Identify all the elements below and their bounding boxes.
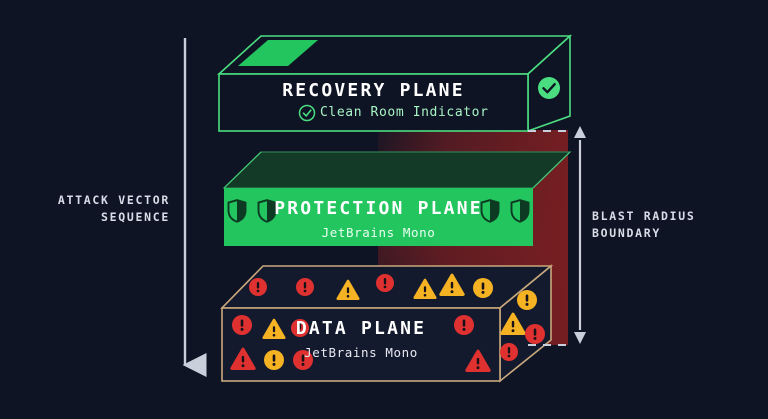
alert-triangle-icon: [262, 318, 286, 340]
shield-icon: [510, 199, 530, 223]
plane-recovery[interactable]: [216, 34, 573, 133]
alert-triangle-icon: [230, 347, 256, 370]
blast-boundary-dashes: [528, 130, 572, 346]
alert-circle-icon: [296, 278, 314, 296]
blast-radius-arrow: [574, 126, 586, 344]
alert-circle-icon: [473, 278, 493, 298]
alert-triangle-icon: [500, 312, 526, 335]
plane-protection[interactable]: [222, 151, 572, 246]
alert-triangle-icon: [336, 279, 360, 301]
alert-circle-icon: [525, 324, 545, 344]
alert-circle-icon: [232, 315, 252, 335]
alert-triangle-icon: [439, 273, 465, 296]
check-circle-badge: [538, 77, 560, 99]
shield-icon: [257, 199, 277, 223]
recovery-accent-patch: [238, 40, 318, 66]
alert-circle-icon: [517, 290, 537, 310]
alert-circle-icon: [293, 350, 313, 370]
alert-circle-icon: [454, 315, 474, 335]
alert-circle-icon: [249, 278, 267, 296]
alert-circle-icon: [264, 350, 284, 370]
check-circle-icon: [298, 104, 316, 122]
alert-circle-icon: [291, 319, 309, 337]
alert-circle-icon: [500, 343, 518, 361]
alert-triangle-icon: [413, 278, 437, 300]
alert-triangle-icon: [465, 349, 491, 372]
shield-icon: [227, 199, 247, 223]
shield-icon: [480, 199, 500, 223]
alert-circle-icon: [376, 274, 394, 292]
